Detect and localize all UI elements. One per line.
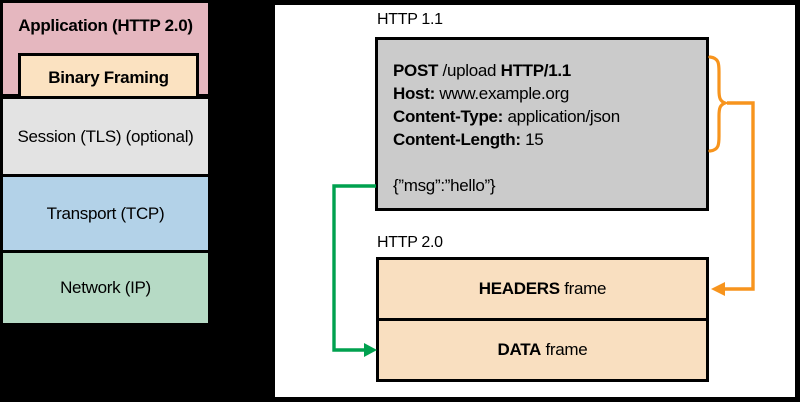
content-length-value: 15 xyxy=(520,130,544,149)
http20-title: HTTP 2.0 xyxy=(377,234,443,251)
request-method: POST xyxy=(393,61,439,80)
headers-frame-bold: HEADERS xyxy=(478,279,560,298)
http11-title: HTTP 1.1 xyxy=(377,11,443,28)
host-key: Host: xyxy=(393,84,435,103)
application-label: Application (HTTP 2.0) xyxy=(18,16,193,35)
binary-framing-box: Binary Framing xyxy=(18,53,199,102)
stack-layer-session: Session (TLS) (optional) xyxy=(0,96,211,177)
stack-layer-network: Network (IP) xyxy=(0,250,211,326)
headers-frame-box: HEADERS frame xyxy=(376,257,709,321)
request-path: /upload xyxy=(438,61,501,80)
stack-layer-application: Application (HTTP 2.0) Binary Framing xyxy=(0,0,211,102)
request-version: HTTP/1.1 xyxy=(500,61,572,80)
http11-request-box: POST /upload HTTP/1.1 Host: www.example.… xyxy=(375,37,709,211)
network-label: Network (IP) xyxy=(60,278,151,297)
data-frame-box: DATA frame xyxy=(376,318,709,382)
request-line-content-length: Content-Length: 15 xyxy=(393,128,698,151)
host-value: www.example.org xyxy=(434,84,570,103)
transport-label: Transport (TCP) xyxy=(46,203,165,223)
request-blank-line xyxy=(393,151,698,174)
stack-layer-transport: Transport (TCP) xyxy=(0,174,211,253)
headers-frame-rest: frame xyxy=(559,279,607,298)
content-length-key: Content-Length: xyxy=(393,130,521,149)
request-line-content-type: Content-Type: application/json xyxy=(393,105,698,128)
headers-frame-label: HEADERS frame xyxy=(478,279,607,299)
data-frame-rest: frame xyxy=(541,340,588,359)
data-frame-label: DATA frame xyxy=(498,340,588,360)
session-label: Session (TLS) (optional) xyxy=(17,126,194,146)
content-type-key: Content-Type: xyxy=(393,107,504,126)
binary-framing-label: Binary Framing xyxy=(48,67,169,87)
content-type-value: application/json xyxy=(503,107,620,126)
data-frame-bold: DATA xyxy=(497,340,542,359)
request-line-start: POST /upload HTTP/1.1 xyxy=(393,59,698,82)
request-body: {”msg”:”hello”} xyxy=(393,176,496,195)
request-line-host: Host: www.example.org xyxy=(393,82,698,105)
